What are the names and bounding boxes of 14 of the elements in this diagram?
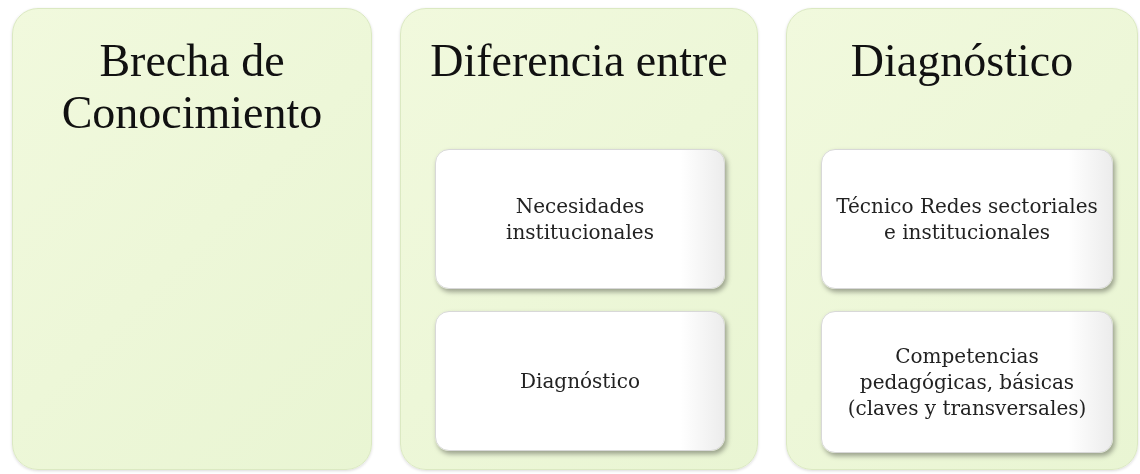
column-panel bbox=[12, 8, 372, 470]
column-panel bbox=[400, 8, 758, 470]
content-card bbox=[821, 311, 1113, 453]
card-text: Necesidades institucionales bbox=[505, 193, 655, 245]
content-card bbox=[435, 311, 725, 451]
content-card bbox=[435, 149, 725, 289]
content-card bbox=[821, 149, 1113, 289]
card-text: Competencias pedagógicas, básicas (claves y transversales) bbox=[846, 343, 1088, 421]
column-panel bbox=[786, 8, 1138, 470]
column-heading: Brecha de Conocimiento bbox=[60, 35, 324, 139]
card-text: Diagnóstico bbox=[520, 368, 640, 394]
column-heading: Diagnóstico bbox=[849, 35, 1075, 87]
card-text: Técnico Redes sectoriales e institucionales bbox=[835, 193, 1099, 245]
column-heading: Diferencia entre bbox=[429, 35, 729, 87]
